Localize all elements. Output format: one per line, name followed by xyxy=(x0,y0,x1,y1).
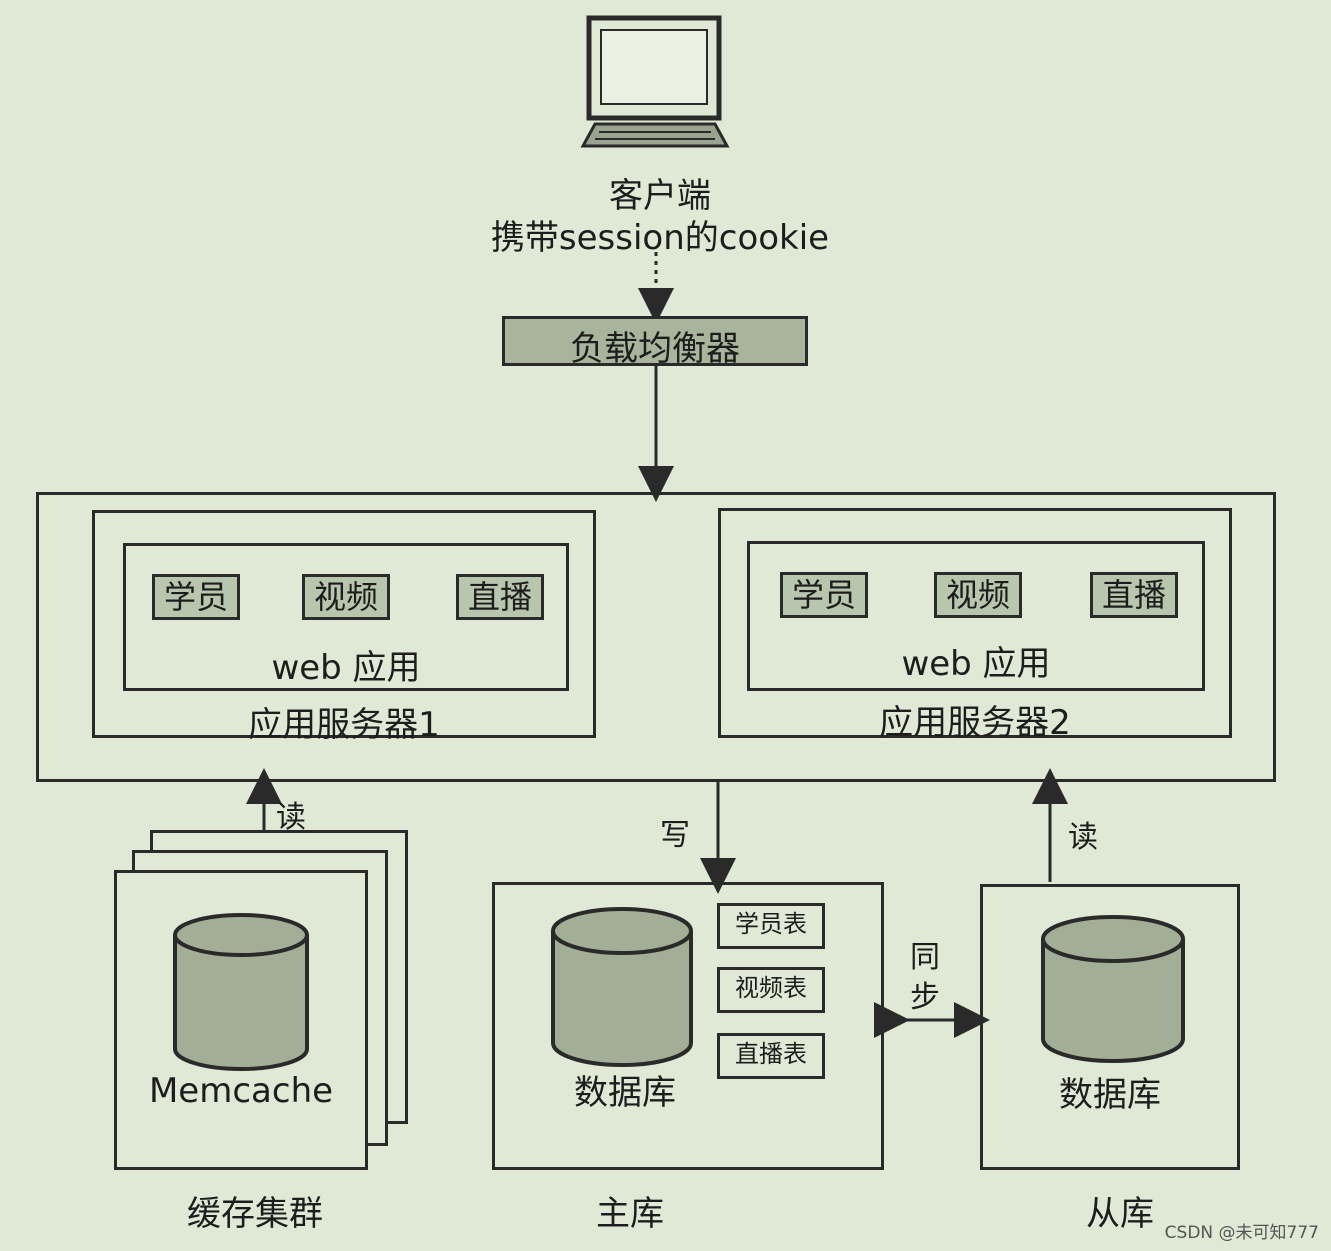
web-app-label-2: web 应用 xyxy=(901,644,1051,684)
module-video-1: 视频 xyxy=(302,574,390,620)
module-video-2: 视频 xyxy=(934,572,1022,618)
app-server-cluster xyxy=(36,492,1276,782)
table-live: 直播表 xyxy=(717,1033,825,1079)
web-app-2: 学员 视频 直播 web 应用 xyxy=(747,541,1205,691)
master-db-box: 数据库 学员表 视频表 直播表 xyxy=(492,882,884,1170)
web-app-label-1: web 应用 xyxy=(271,648,421,688)
app-server-1: 学员 视频 直播 web 应用 应用服务器1 xyxy=(92,510,596,745)
computer-icon xyxy=(580,15,730,148)
slave-read-label: 读 xyxy=(1068,820,1098,855)
sync-label-bottom: 步 xyxy=(910,980,940,1015)
memcache-cylinder-icon xyxy=(173,913,309,1071)
cache-read-label: 读 xyxy=(276,800,306,835)
client-label: 客户端 xyxy=(609,176,711,216)
module-student-1: 学员 xyxy=(152,574,240,620)
slave-caption: 从库 xyxy=(1086,1194,1154,1234)
cache-node-front: Memcache xyxy=(114,870,368,1170)
slave-db-label: 数据库 xyxy=(1059,1075,1161,1115)
master-db-cylinder-icon xyxy=(551,907,693,1067)
client-note: 携带session的cookie xyxy=(490,218,830,258)
table-videos: 视频表 xyxy=(717,967,825,1013)
module-student-2: 学员 xyxy=(780,572,868,618)
app-server-label-1: 应用服务器1 xyxy=(248,705,440,745)
master-write-label: 写 xyxy=(660,818,690,853)
table-students: 学员表 xyxy=(717,903,825,949)
web-app-1: 学员 视频 直播 web 应用 xyxy=(123,543,569,691)
app-server-2: 学员 视频 直播 web 应用 应用服务器2 xyxy=(718,508,1232,743)
module-live-2: 直播 xyxy=(1090,572,1178,618)
slave-db-cylinder-icon xyxy=(1041,915,1185,1063)
sync-label-top: 同 xyxy=(910,940,940,975)
memcache-label: Memcache xyxy=(148,1071,334,1111)
app-server-label-2: 应用服务器2 xyxy=(879,703,1071,743)
master-db-label: 数据库 xyxy=(574,1073,676,1113)
slave-db-box: 数据库 xyxy=(980,884,1240,1170)
watermark: CSDN @未可知777 xyxy=(1164,1223,1319,1243)
cache-caption: 缓存集群 xyxy=(187,1194,323,1234)
master-caption: 主库 xyxy=(596,1194,664,1234)
load-balancer-label: 负载均衡器 xyxy=(570,329,740,369)
module-live-1: 直播 xyxy=(456,574,544,620)
load-balancer: 负载均衡器 xyxy=(502,316,808,369)
